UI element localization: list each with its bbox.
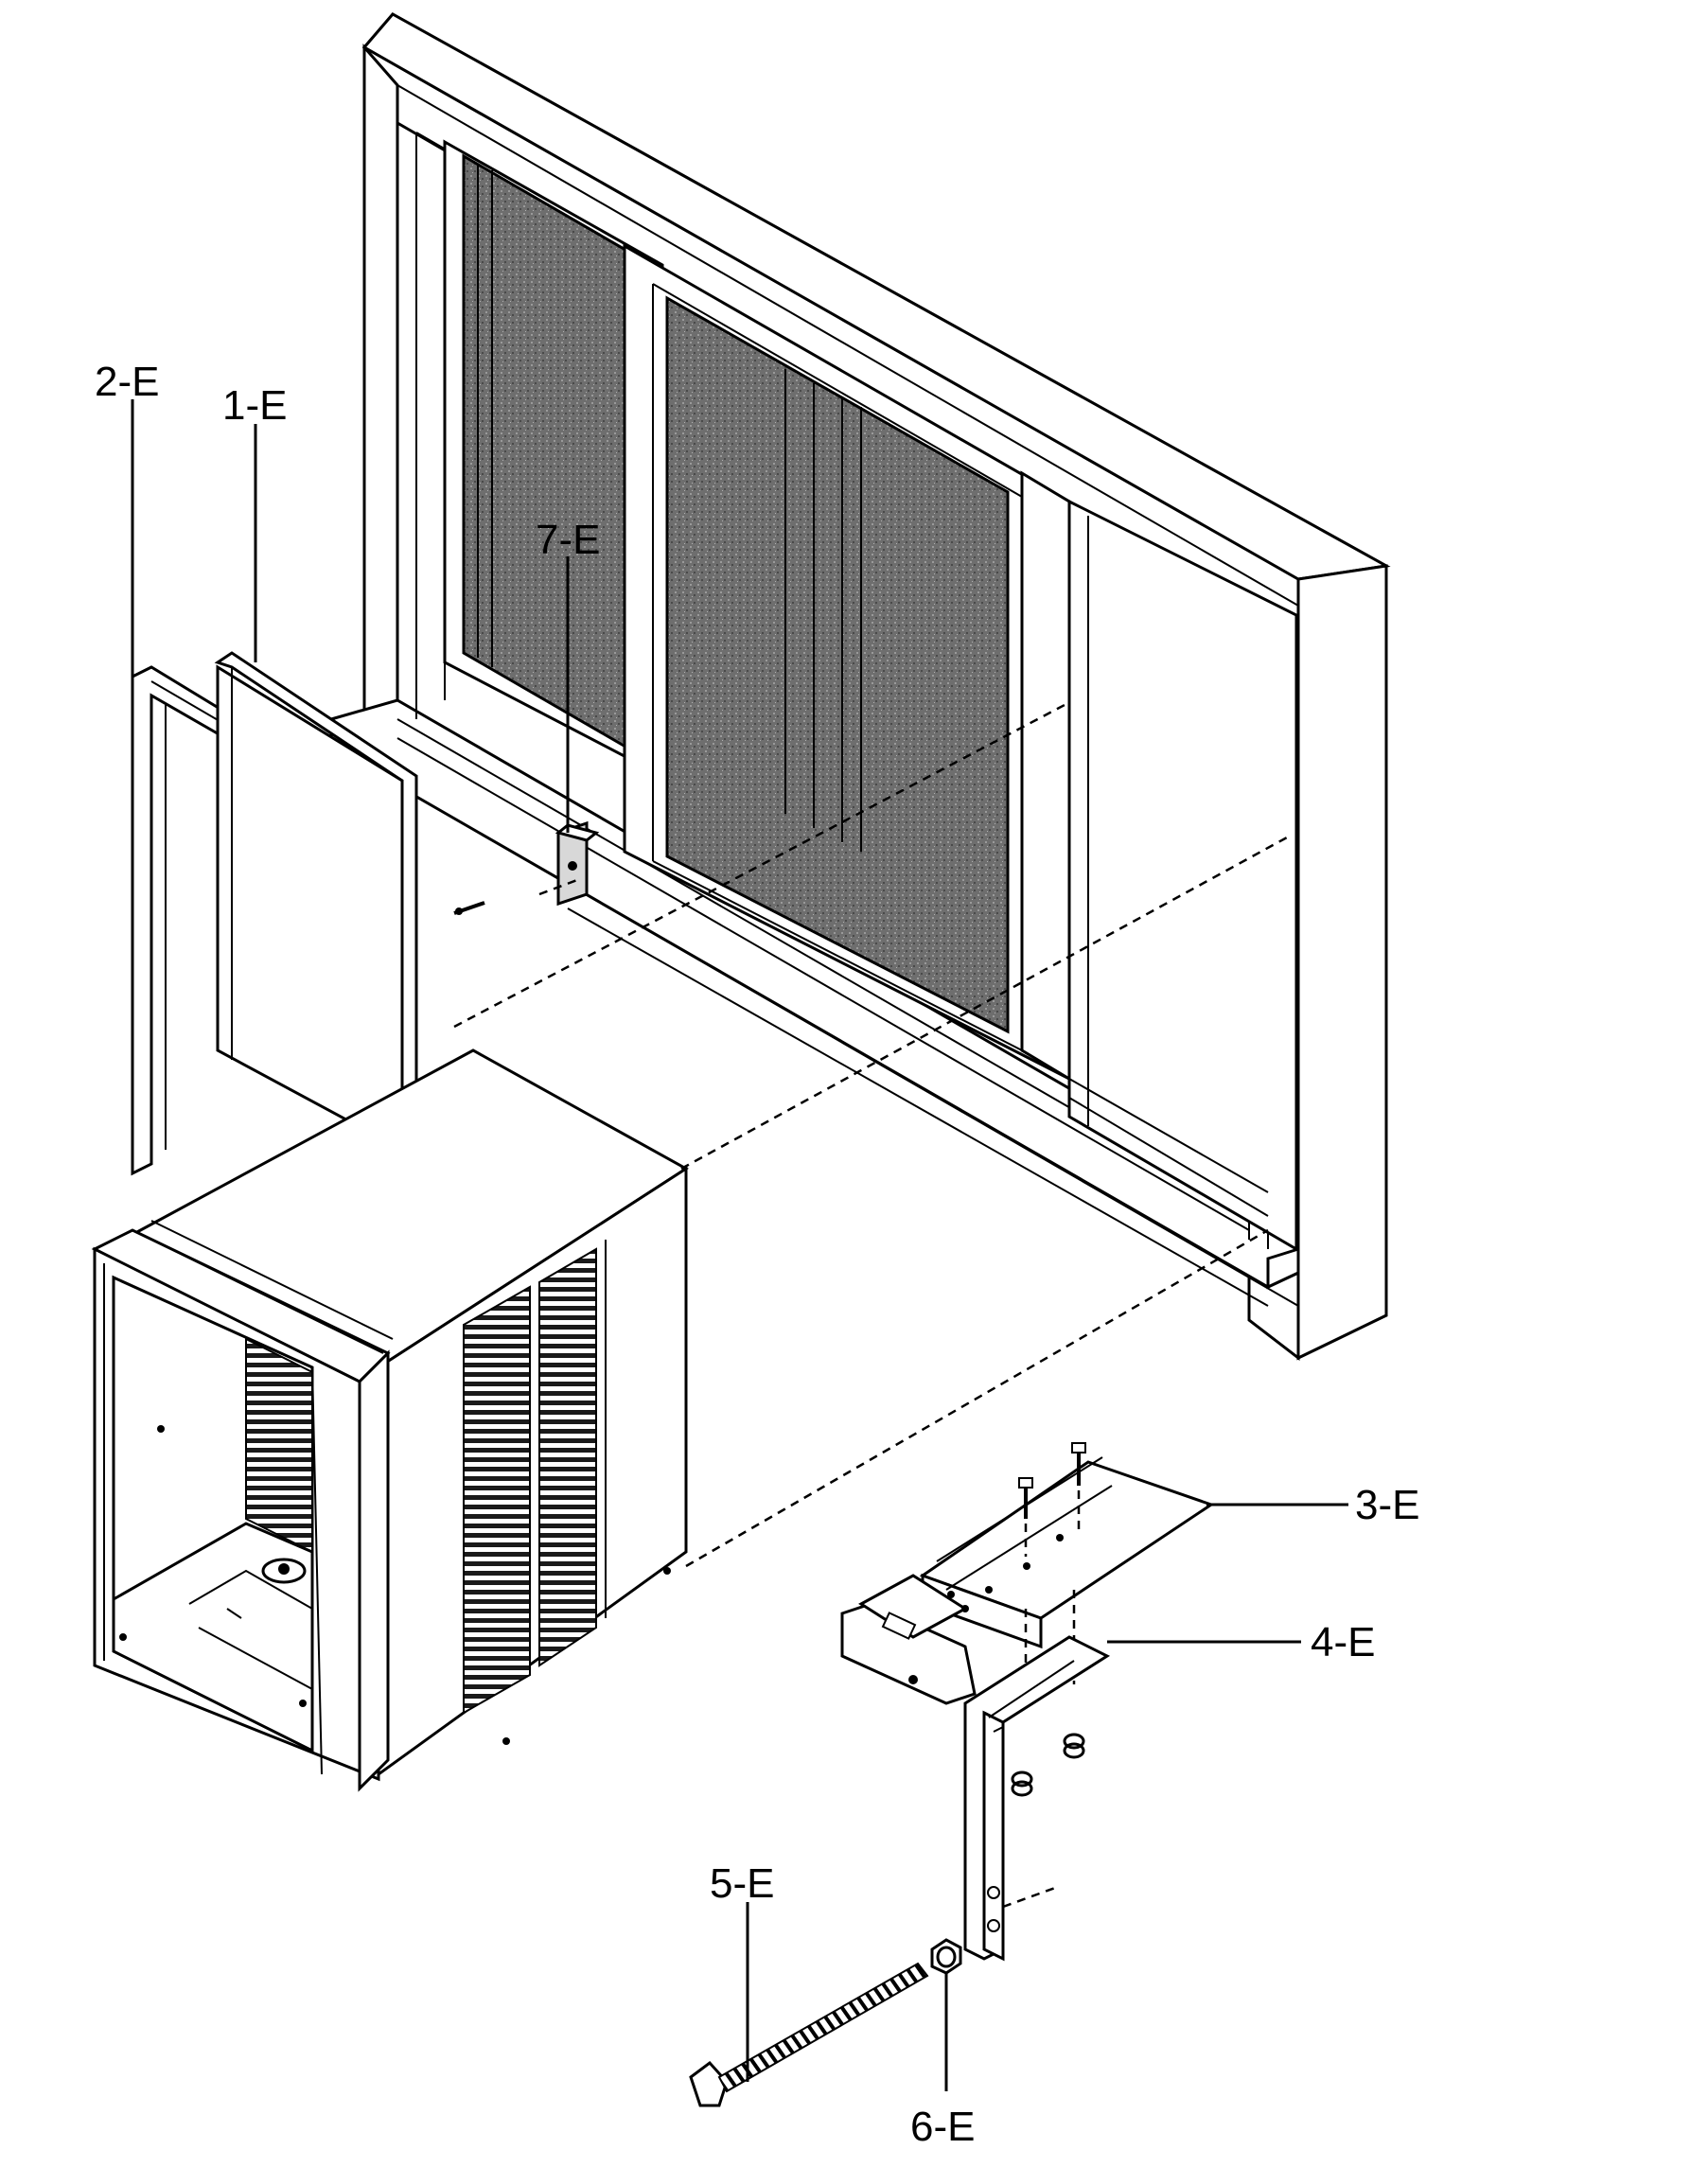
part-5e-bolt bbox=[689, 1962, 929, 2107]
callout-1e: 1-E bbox=[222, 382, 287, 429]
leader-lines bbox=[131, 399, 1348, 2091]
part-4e-l-bracket bbox=[963, 1635, 1111, 1962]
window-sliding-sash bbox=[623, 243, 1071, 1082]
alignment-lines bbox=[453, 703, 1288, 1568]
callout-5e: 5-E bbox=[710, 1860, 774, 1907]
callout-6e: 6-E bbox=[910, 2104, 975, 2150]
window-right-opening bbox=[1067, 499, 1298, 1252]
window-left-pane bbox=[443, 139, 664, 779]
callout-4e: 4-E bbox=[1311, 1619, 1375, 1665]
callout-2e: 2-E bbox=[95, 359, 159, 405]
callout-7e: 7-E bbox=[536, 517, 600, 563]
ac-cabinet bbox=[91, 1048, 689, 1792]
part-3e-support-bracket bbox=[840, 1442, 1215, 1713]
callout-3e: 3-E bbox=[1355, 1482, 1419, 1528]
part-6e-nut bbox=[930, 1938, 962, 1975]
